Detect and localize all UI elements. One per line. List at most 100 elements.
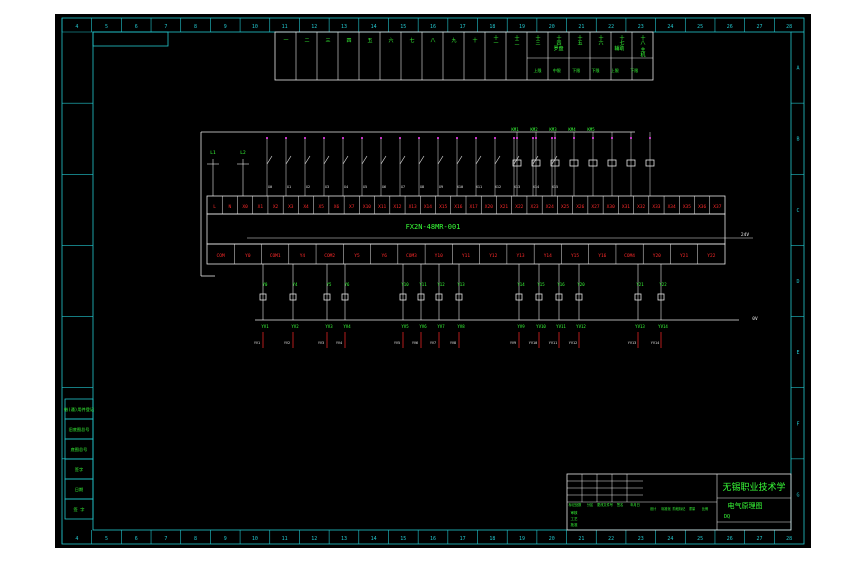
output-top-label: KM2 [530, 127, 538, 132]
revision-header-label: 设计 [650, 506, 657, 511]
left-strip-cell [64, 498, 94, 520]
border-number-top: 12 [311, 24, 317, 30]
border-number-bottom: 6 [135, 536, 138, 542]
input-terminal-label: X36 [698, 204, 706, 210]
solenoid-coil [555, 293, 563, 301]
border-number-bottom: 14 [371, 536, 377, 542]
output-top-label: KM1 [511, 127, 519, 132]
border-number-top: 7 [164, 24, 167, 30]
input-terminal-label: X11 [378, 204, 386, 210]
output-terminal-label: Y21 [680, 253, 688, 259]
revision-row-label: 更改文件号 [597, 502, 613, 507]
solenoid-top-label: Y12 [437, 282, 445, 287]
input-switch-contact [399, 155, 406, 165]
input-switch-tag: X5 [363, 185, 367, 189]
input-terminal-label: X14 [424, 204, 432, 210]
border-number-top: 9 [224, 24, 227, 30]
border-letter-right: B [796, 137, 799, 143]
solenoid-coil [634, 293, 642, 301]
solenoid-bottom-label: YV2 [291, 324, 299, 329]
header-column-label: 七 [409, 37, 415, 43]
input-switch-node [266, 137, 268, 139]
input-terminal-label: X12 [393, 204, 401, 210]
revision-row-label: 年月日 [630, 502, 640, 507]
input-switch-contact [304, 155, 311, 165]
output-relay-coil [550, 159, 560, 167]
solenoid-coil [535, 293, 543, 301]
header-column-label: 五 [367, 38, 373, 43]
border-number-bottom: 18 [489, 536, 495, 542]
solenoid-bottom-label: YV6 [419, 324, 427, 329]
output-terminal-label: Y13 [516, 253, 524, 259]
border-number-bottom: 26 [727, 536, 733, 542]
border-number-bottom: 7 [164, 536, 167, 542]
input-terminal-label: X26 [576, 204, 584, 210]
input-terminal-label: X2 [273, 204, 279, 210]
solenoid-coil [399, 293, 407, 301]
border-number-top: 16 [430, 24, 436, 30]
revision-header-label: 阶段标记 [673, 506, 687, 511]
input-terminal-label: X23 [530, 204, 538, 210]
left-strip-label: 签 字 [74, 506, 85, 512]
solenoid-coil [417, 293, 425, 301]
border-number-top: 11 [282, 24, 288, 30]
solenoid-top-label: Y14 [517, 282, 525, 287]
solenoid-coil [289, 293, 297, 301]
left-strip-label: 签字 [75, 466, 83, 472]
input-switch-tag: X12 [495, 185, 501, 189]
border-number-bottom: 22 [608, 536, 614, 542]
solenoid-bottom-label: YV8 [457, 324, 465, 329]
input-switch-tag: X3 [325, 185, 329, 189]
solenoid-top-label: Y6 [345, 282, 350, 287]
border-number-top: 25 [697, 24, 703, 30]
input-switch-tag: X7 [401, 185, 405, 189]
solenoid-top-label: Y4 [293, 282, 298, 287]
solenoid-bottom-label: YV12 [576, 324, 586, 329]
input-terminal-label: X27 [591, 204, 599, 210]
border-number-top: 17 [460, 24, 466, 30]
left-strip-label: 底图总号 [71, 446, 88, 453]
input-switch-node [551, 137, 553, 139]
sign-row-label: 批准 [571, 522, 579, 527]
border-number-bottom: 17 [460, 536, 466, 542]
header-column-label: 一 [283, 38, 289, 43]
solenoid-bottom-label: YV7 [437, 324, 445, 329]
border-letter-right: F [796, 421, 799, 427]
output-terminal-label: COM3 [406, 253, 417, 259]
border-number-bottom: 25 [697, 536, 703, 542]
border-letter-right: E [796, 350, 799, 356]
header-column-label: 十四 [556, 34, 562, 45]
output-relay-coil [512, 159, 522, 167]
border-letter-right: C [796, 208, 799, 214]
left-strip-label: 旧底图总号 [69, 426, 90, 433]
border-number-bottom: 9 [224, 536, 227, 542]
input-switch-node [380, 137, 382, 139]
header-column-label: 十五 [577, 34, 583, 45]
output-terminal-label: Y10 [435, 253, 443, 259]
input-terminal-label: X15 [439, 204, 447, 210]
input-switch-node [399, 137, 401, 139]
input-switch-tag: X6 [382, 185, 386, 189]
solenoid-top-label: Y5 [327, 282, 332, 287]
drawing-number: DQ [724, 514, 730, 520]
input-switch-tag: X2 [306, 185, 310, 189]
revision-row-label: 分区 [587, 502, 594, 507]
solenoid-top-label: Y11 [419, 282, 427, 287]
input-switch-node [437, 137, 439, 139]
revision-header-label: 标准化 [661, 506, 671, 511]
input-switch-node [494, 137, 496, 139]
solenoid-bottom-label: YV14 [658, 324, 668, 329]
input-terminal-label: X0 [242, 204, 248, 210]
output-relay-node [516, 137, 518, 139]
solenoid-top-label: Y20 [577, 282, 585, 287]
output-terminal-label: Y15 [571, 253, 579, 259]
input-terminal-label: X21 [500, 204, 508, 210]
outer-frame [61, 17, 805, 545]
header-sub-cell: 中限 [553, 67, 561, 73]
input-switch-contact [418, 155, 425, 165]
output-terminal-label: Y12 [489, 253, 497, 259]
solenoid-tag: YV10 [529, 341, 537, 345]
input-switch-node [285, 137, 287, 139]
output-terminal-label: Y5 [354, 253, 360, 259]
border-number-top: 15 [400, 24, 406, 30]
